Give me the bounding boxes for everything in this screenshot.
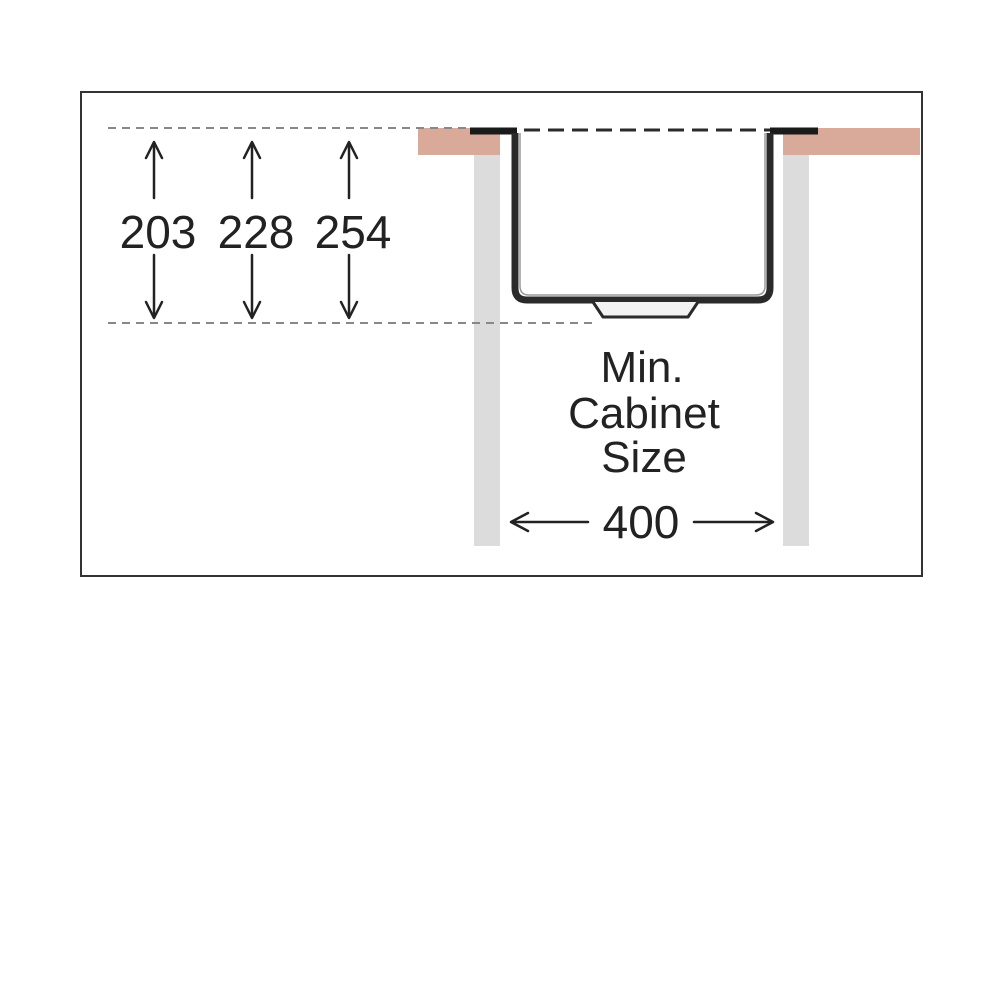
cabinet-label-line-2: Cabinet (568, 389, 720, 438)
depth-arrow-203 (144, 140, 164, 320)
depth-label-203: 203 (120, 206, 197, 258)
sink-bowl (511, 133, 774, 304)
waste-outlet (591, 301, 700, 319)
cabinet-side-right (783, 155, 809, 546)
cabinet-label-line-3: Size (601, 433, 687, 482)
diagram-frame (80, 91, 923, 577)
sink-bowl-inner (519, 133, 766, 296)
depth-arrow-228 (242, 140, 262, 320)
depth-label-254: 254 (315, 206, 392, 258)
width-arrow (509, 511, 775, 533)
depth-label-228: 228 (218, 206, 295, 258)
width-label-400: 400 (603, 496, 680, 548)
cabinet-label-line-1: Min. (600, 343, 683, 392)
depth-arrow-254 (339, 140, 359, 320)
cabinet-side-left (474, 155, 500, 546)
